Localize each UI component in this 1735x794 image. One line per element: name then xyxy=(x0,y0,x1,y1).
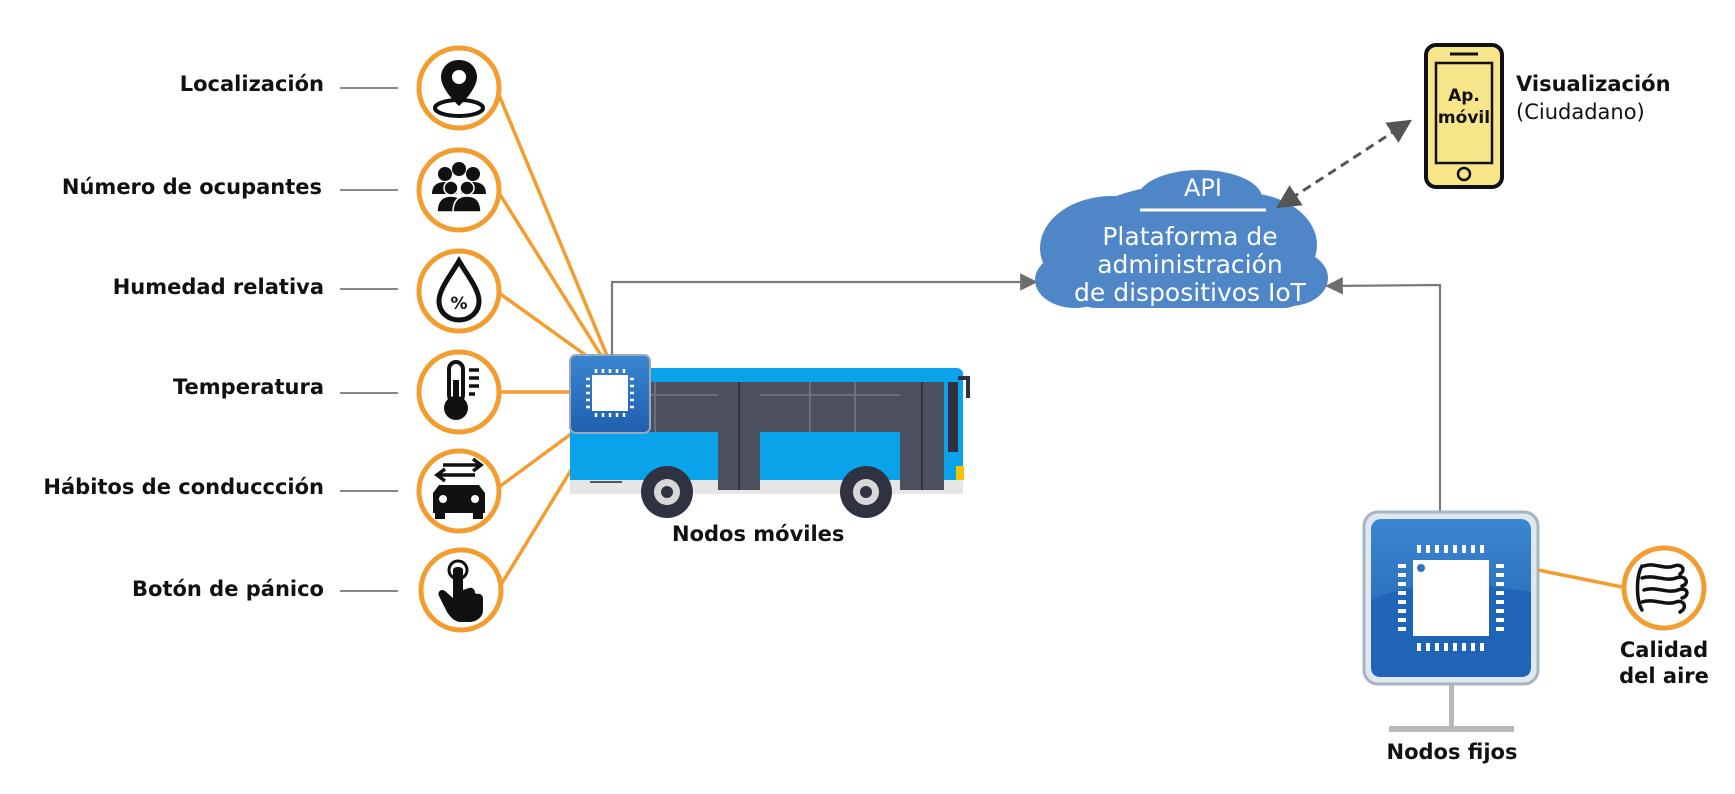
phone-screen-line2: móvil xyxy=(1437,108,1491,128)
sensor-label-temperatura: Temperatura xyxy=(173,375,324,399)
people-group-icon xyxy=(416,147,502,233)
air-quality-label-line2: del aire xyxy=(1619,664,1709,688)
phone-screen-line1: Ap. xyxy=(1448,86,1480,106)
platform-phone-dashed-arrow xyxy=(1275,119,1413,209)
sensor-label-ocupantes: Número de ocupantes xyxy=(61,175,322,199)
panic-button-hand-icon xyxy=(418,547,504,633)
mobile-to-platform-arrow xyxy=(610,273,1038,355)
api-label: API xyxy=(1184,174,1222,202)
air-flow-icon xyxy=(1621,545,1707,631)
visualization-title: Visualización xyxy=(1516,72,1671,96)
microchip-icon xyxy=(569,354,651,434)
platform-label-line3: de dispositivos IoT xyxy=(1074,278,1306,307)
platform-label-line1: Plataforma de xyxy=(1102,222,1278,251)
sensor-label-conduccion: Hábitos de conduccción xyxy=(43,475,324,499)
svg-text:%: % xyxy=(450,294,467,314)
air-quality-label-line1: Calidad xyxy=(1619,638,1709,662)
sensor-label-humedad: Humedad relativa xyxy=(112,275,324,299)
visualization-subtitle: (Ciudadano) xyxy=(1516,100,1645,124)
humidity-drop-icon: % xyxy=(416,248,502,334)
fixed-to-platform-arrow xyxy=(1325,277,1442,512)
fixed-node-chip xyxy=(1362,510,1540,732)
smartphone-icon xyxy=(1424,43,1504,189)
sensor-icons: % xyxy=(416,45,504,633)
sensor-label-localizacion: Localización xyxy=(179,72,324,96)
platform-label-line2: administración xyxy=(1097,250,1283,279)
sensor-connector-lines xyxy=(497,94,610,589)
fixed-nodes-label: Nodos fijos xyxy=(1386,740,1518,764)
bus-icon xyxy=(570,368,970,518)
mobile-nodes-label: Nodos móviles xyxy=(672,522,845,546)
label-leader-lines xyxy=(340,87,398,592)
sensor-label-panico: Botón de pánico xyxy=(132,577,324,601)
cloud-platform-icon xyxy=(1035,170,1328,308)
car-driving-icon xyxy=(416,448,502,534)
air-quality-connector xyxy=(1537,568,1623,589)
thermometer-icon xyxy=(416,349,502,435)
location-pin-icon xyxy=(416,45,502,131)
